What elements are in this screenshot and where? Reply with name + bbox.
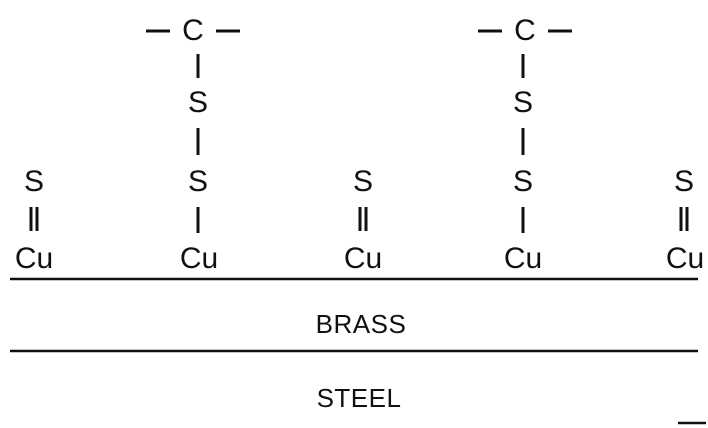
- steel-layer-label: STEEL: [316, 383, 402, 413]
- sulfur-atom: S: [23, 165, 45, 198]
- copper-atom: Cu: [503, 242, 543, 275]
- sulfur-atom: S: [352, 165, 374, 198]
- sulfur-atom: S: [673, 165, 695, 198]
- carbon-atom: C: [182, 14, 204, 47]
- sulfur-atom: S: [187, 86, 209, 119]
- sulfur-atom: S: [187, 165, 209, 198]
- copper-atom: Cu: [343, 242, 383, 275]
- carbon-atom: C: [514, 14, 536, 47]
- sulfur-atom: S: [512, 86, 534, 119]
- copper-atom: Cu: [14, 242, 54, 275]
- copper-atom: Cu: [665, 242, 705, 275]
- copper-atom: Cu: [179, 242, 219, 275]
- brass-layer-label: BRASS: [315, 309, 407, 339]
- sulfur-atom: S: [512, 165, 534, 198]
